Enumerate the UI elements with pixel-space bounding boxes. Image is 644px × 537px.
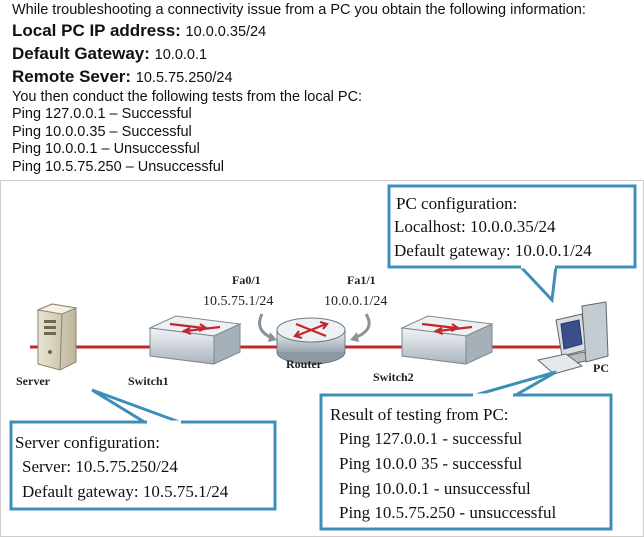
test-line: Ping 10.0.0.35 – Successful xyxy=(12,123,192,140)
switch2-label: Switch2 xyxy=(373,370,414,384)
question-block: While troubleshooting a connectivity iss… xyxy=(12,2,586,176)
pc-config-localhost: Localhost: 10.0.0.35/24 xyxy=(394,217,556,236)
router-label: Router xyxy=(286,357,323,371)
fa11-name: Fa1/1 xyxy=(347,273,376,287)
gateway-line: Default Gateway: 10.0.0.1 xyxy=(12,43,586,66)
server-config-gateway: Default gateway: 10.5.75.1/24 xyxy=(22,482,229,501)
remote-label: Remote Sever: xyxy=(12,66,132,86)
gateway-value: 10.0.0.1 xyxy=(154,46,208,63)
local-pc-value: 10.0.0.35/24 xyxy=(185,23,267,40)
gateway-label: Default Gateway: xyxy=(12,43,150,63)
server-config-title: Server configuration: xyxy=(15,433,160,452)
test-line: Ping 10.0.0.1 – Unsuccessful xyxy=(12,141,200,157)
pc-icon xyxy=(536,301,609,375)
local-pc-line: Local PC IP address: 10.0.0.35/24 xyxy=(12,20,586,43)
switch1-label: Switch1 xyxy=(128,374,169,388)
network-diagram: Server Switch1 Router Fa0/1 10.5.75. xyxy=(0,180,644,537)
local-pc-label: Local PC IP address: xyxy=(12,20,181,40)
server-icon xyxy=(36,303,78,371)
server-label: Server xyxy=(16,374,51,388)
server-config-server: Server: 10.5.75.250/24 xyxy=(22,457,178,476)
pc-config-gateway: Default gateway: 10.0.0.1/24 xyxy=(394,241,592,260)
router-icon xyxy=(276,317,346,365)
pc-config-title: PC configuration: xyxy=(396,194,517,213)
server-config-callout: Server configuration: Server: 10.5.75.25… xyxy=(9,388,277,511)
result-line: Ping 10.0.0.1 - unsuccessful xyxy=(339,479,531,498)
tests-intro: You then conduct the following tests fro… xyxy=(12,88,363,105)
remote-value: 10.5.75.250/24 xyxy=(135,69,233,86)
intro-text: While troubleshooting a connectivity iss… xyxy=(12,2,586,18)
result-line: Ping 10.0.0 35 - successful xyxy=(339,454,522,473)
pc-config-callout: PC configuration: Localhost: 10.0.0.35/2… xyxy=(387,184,637,304)
fa01-name: Fa0/1 xyxy=(232,273,261,287)
switch1-icon xyxy=(148,315,242,365)
result-line: Ping 10.5.75.250 - unsuccessful xyxy=(339,503,556,522)
fa11-ip: 10.0.0.1/24 xyxy=(324,294,387,309)
test-line: Ping 10.5.75.250 – Unsuccessful xyxy=(12,158,224,175)
results-callout: Result of testing from PC: Ping 127.0.0.… xyxy=(319,370,613,531)
fa01-ip: 10.5.75.1/24 xyxy=(203,294,273,309)
switch2-icon xyxy=(400,315,494,365)
result-line: Ping 127.0.0.1 - successful xyxy=(339,429,522,448)
test-line: Ping 127.0.0.1 – Successful xyxy=(12,106,192,122)
pc-label: PC xyxy=(593,361,609,375)
results-title: Result of testing from PC: xyxy=(330,405,509,424)
remote-line: Remote Sever: 10.5.75.250/24 xyxy=(12,66,586,89)
